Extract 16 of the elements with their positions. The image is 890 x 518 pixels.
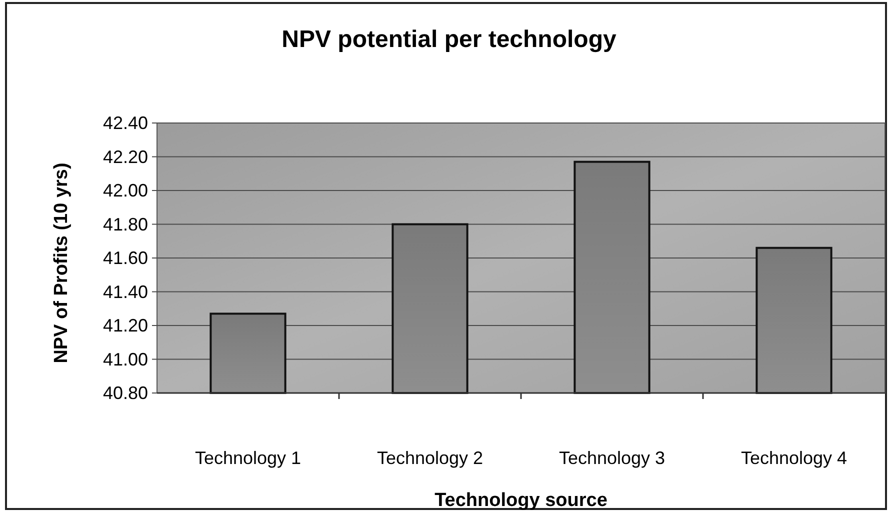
category-label: Technology 1 bbox=[194, 448, 302, 468]
y-axis-title: NPV of Profits (10 yrs) bbox=[51, 162, 72, 364]
tick-label: 41.80 bbox=[102, 214, 148, 234]
tick-label: 42.20 bbox=[102, 146, 148, 167]
category-label: Technology 4 bbox=[740, 448, 848, 468]
chart-title: NPV potential per technology bbox=[282, 26, 616, 53]
tick-label: 41.40 bbox=[102, 282, 148, 302]
tick-label: 41.60 bbox=[102, 248, 148, 268]
x-axis-title: Technology source bbox=[434, 490, 608, 511]
tick-label: 40.80 bbox=[102, 383, 148, 403]
category-label: Technology 3 bbox=[558, 448, 666, 468]
tick-label: 42.00 bbox=[102, 180, 148, 200]
tick-label: 42.40 bbox=[102, 113, 148, 133]
category-label: Technology 2 bbox=[376, 448, 484, 468]
tick-label: 41.20 bbox=[102, 316, 148, 336]
tick-label: 41.00 bbox=[102, 349, 148, 370]
